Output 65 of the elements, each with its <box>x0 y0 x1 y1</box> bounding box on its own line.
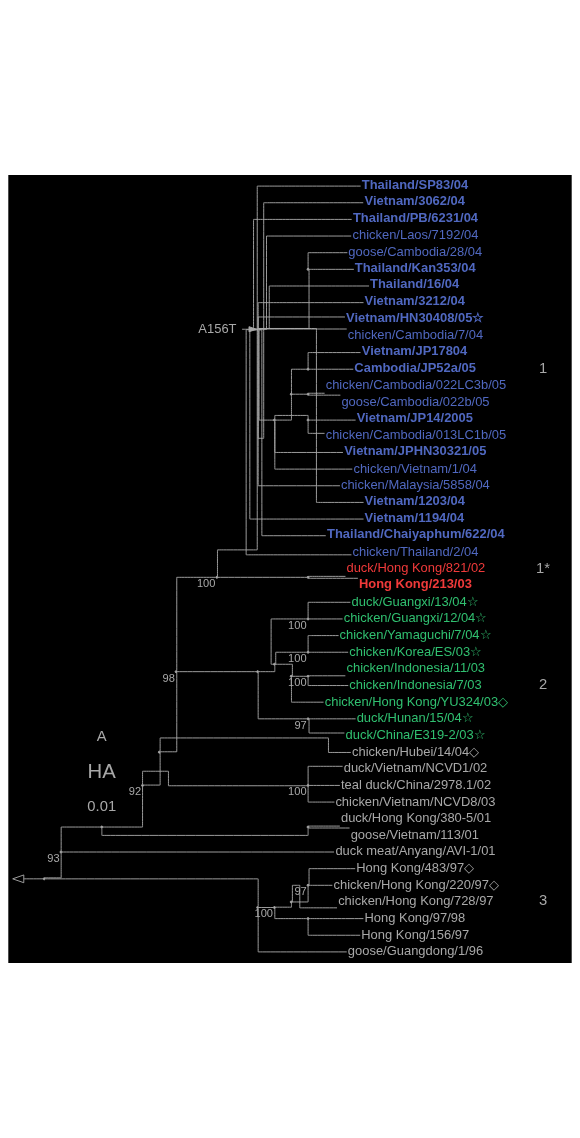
node-text: chicken/Vietnam/1/04 <box>353 460 477 476</box>
node-text: goose/Cambodia/022b/05 <box>341 393 490 409</box>
label: A <box>96 727 107 744</box>
node-text: chicken/Cambodia/7/04 <box>347 327 484 343</box>
node-text: chicken/Vietnam/NCVD8/03 <box>335 793 496 809</box>
node-text: Thailand/SP83/04 <box>361 176 469 192</box>
node-label: 100 <box>288 785 307 798</box>
node-text: chicken/Hong Kong/220/97◇ <box>333 876 499 892</box>
node-text: duck/Vietnam/NCVD1/02 <box>343 760 488 776</box>
node-text: Thailand/PB/6231/04 <box>352 209 479 225</box>
node-text: chicken/Yamaguchi/7/04☆ <box>339 627 492 643</box>
node-text: duck/China/E319-2/03☆ <box>345 726 486 742</box>
node-text: chicken/Guangxi/12/04☆ <box>343 610 488 626</box>
node-text: Vietnam/HN30408/05☆ <box>346 309 485 325</box>
node-text: goose/Vietnam/113/01 <box>350 826 479 842</box>
node-text: Thailand/Chaiyaphum/622/04 <box>327 526 505 542</box>
label: HA <box>87 759 116 782</box>
node-text: Thailand/Kan353/04 <box>354 259 476 275</box>
label: 3 <box>538 892 548 909</box>
node-text: chicken/Indonesia/7/03 <box>349 676 482 692</box>
node-text: duck meat/Anyang/AVI-1/01 <box>335 843 496 859</box>
label: 0.01 <box>87 798 117 815</box>
label: 1 <box>538 359 548 376</box>
node-text: chicken/Laos/7192/04 <box>352 227 479 243</box>
node-text: chicken/Indonesia/11/03 <box>346 660 486 676</box>
node-label: 100 <box>288 652 307 665</box>
node-text: chicken/Hong Kong/728/97 <box>338 893 494 909</box>
label: 1* <box>536 559 551 576</box>
node-text: Cambodia/JP52a/05 <box>354 359 476 375</box>
node-text: Vietnam/JPHN30321/05 <box>344 442 487 458</box>
node-label: 97 <box>294 885 307 898</box>
node-text: Vietnam/3062/04 <box>364 193 465 209</box>
node-text: chicken/Cambodia/022LC3b/05 <box>325 377 507 393</box>
node-text: chicken/Thailand/2/04 <box>352 543 479 559</box>
node-text: duck/Hunan/15/04☆ <box>356 710 474 726</box>
node-text: Hong Kong/97/98 <box>364 910 466 926</box>
label: 2 <box>538 676 548 693</box>
node-text: Vietnam/1203/04 <box>364 492 465 508</box>
node-label: 92 <box>128 785 142 798</box>
node-text: Hong Kong/213/03 <box>358 576 472 592</box>
node-text: duck/Hong Kong/821/02 <box>346 560 486 576</box>
node-text: chicken/Hubei/14/04◇ <box>352 743 480 759</box>
node-text: duck/Guangxi/13/04☆ <box>351 593 479 609</box>
node-text: Vietnam/3212/04 <box>364 293 465 309</box>
node-label: 98 <box>162 671 175 684</box>
node-text: Thailand/16/04 <box>370 276 460 292</box>
node-label: 100 <box>288 618 307 631</box>
node-label: 100 <box>254 907 273 920</box>
node-text: chicken/Malaysia/5858/04 <box>340 477 490 493</box>
node-text: Hong Kong/156/97 <box>361 926 470 942</box>
node-text: chicken/Korea/ES/03☆ <box>349 643 483 659</box>
node-text: duck/Hong Kong/380-5/01 <box>340 810 492 826</box>
node-text: A156T <box>198 320 237 336</box>
node-text: Vietnam/JP14/2005 <box>356 409 473 425</box>
node-label: 93 <box>47 851 60 864</box>
node-text: teal duck/China/2978.1/02 <box>340 776 492 792</box>
node-label: 100 <box>196 577 216 590</box>
node-label: 97 <box>294 718 307 731</box>
node-text: Vietnam/1194/04 <box>364 509 465 525</box>
node-text: goose/Cambodia/28/04 <box>348 244 483 260</box>
node-text: Vietnam/JP17804 <box>361 343 468 359</box>
node-text: goose/Guangdong/1/96 <box>347 943 484 959</box>
node-text: chicken/Cambodia/013LC1b/05 <box>325 427 507 443</box>
node-text: Hong Kong/483/97◇ <box>356 860 475 876</box>
node-text: chicken/Hong Kong/YU324/03◇ <box>324 693 509 709</box>
